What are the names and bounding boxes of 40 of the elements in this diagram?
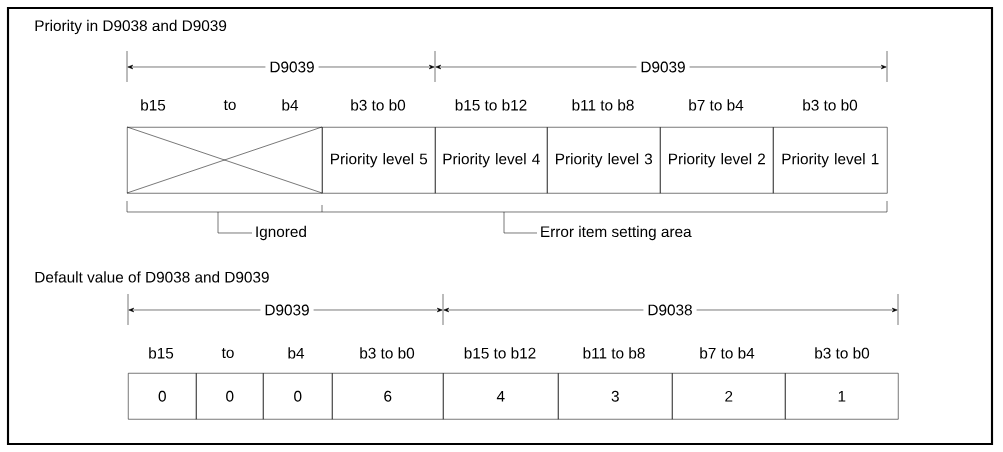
- crossed-out-box: [126, 126, 323, 194]
- heading: Default value of D9038 and D9039: [35, 271, 269, 283]
- dimension-label: D9039: [260, 300, 314, 320]
- bit-label: to: [223, 99, 236, 110]
- bit-label: b15 to b12: [464, 347, 536, 359]
- bit-label: b7 to b4: [689, 99, 744, 111]
- value-cell: 2: [672, 373, 786, 420]
- callout-text: Ignored: [256, 225, 306, 241]
- dimension-label: D9039: [636, 57, 690, 77]
- bit-label: b4: [282, 99, 299, 111]
- priority-cell: Priority level 4: [435, 127, 548, 194]
- bit-label: b3 to b0: [360, 347, 415, 359]
- heading: Priority in D9038 and D9039: [35, 19, 227, 35]
- value-cell: 0: [196, 373, 264, 420]
- bit-label: b15: [149, 347, 174, 359]
- priority-cell: Priority level 1: [773, 127, 888, 194]
- leader-line: [503, 211, 538, 234]
- priority-cell: Priority level 5: [322, 127, 436, 194]
- priority-cell: Priority level 3: [547, 127, 661, 194]
- dimension-label: D9039: [265, 57, 319, 77]
- bit-label: b7 to b4: [700, 347, 755, 359]
- dimension-label: D9038: [643, 300, 697, 320]
- bit-label: to: [221, 347, 234, 358]
- bit-label: b15: [141, 99, 166, 111]
- value-cell: 0: [128, 373, 197, 420]
- bit-label: b3 to b0: [351, 99, 406, 111]
- value-cell: 6: [332, 373, 444, 420]
- value-cell: 4: [443, 373, 559, 420]
- priority-cell: Priority level 2: [660, 127, 774, 194]
- leader-line: [217, 211, 253, 234]
- value-cell: 0: [263, 373, 333, 420]
- bit-label: b11 to b8: [572, 99, 634, 111]
- bit-label: b4: [288, 347, 305, 359]
- value-cell: 1: [785, 373, 899, 420]
- bit-label: b3 to b0: [815, 347, 870, 359]
- bit-label: b3 to b0: [803, 99, 858, 111]
- bit-label: b11 to b8: [583, 347, 645, 359]
- bit-label: b15 to b12: [455, 99, 527, 111]
- value-cell: 3: [558, 373, 673, 420]
- callout-text: Error item setting area: [541, 225, 692, 241]
